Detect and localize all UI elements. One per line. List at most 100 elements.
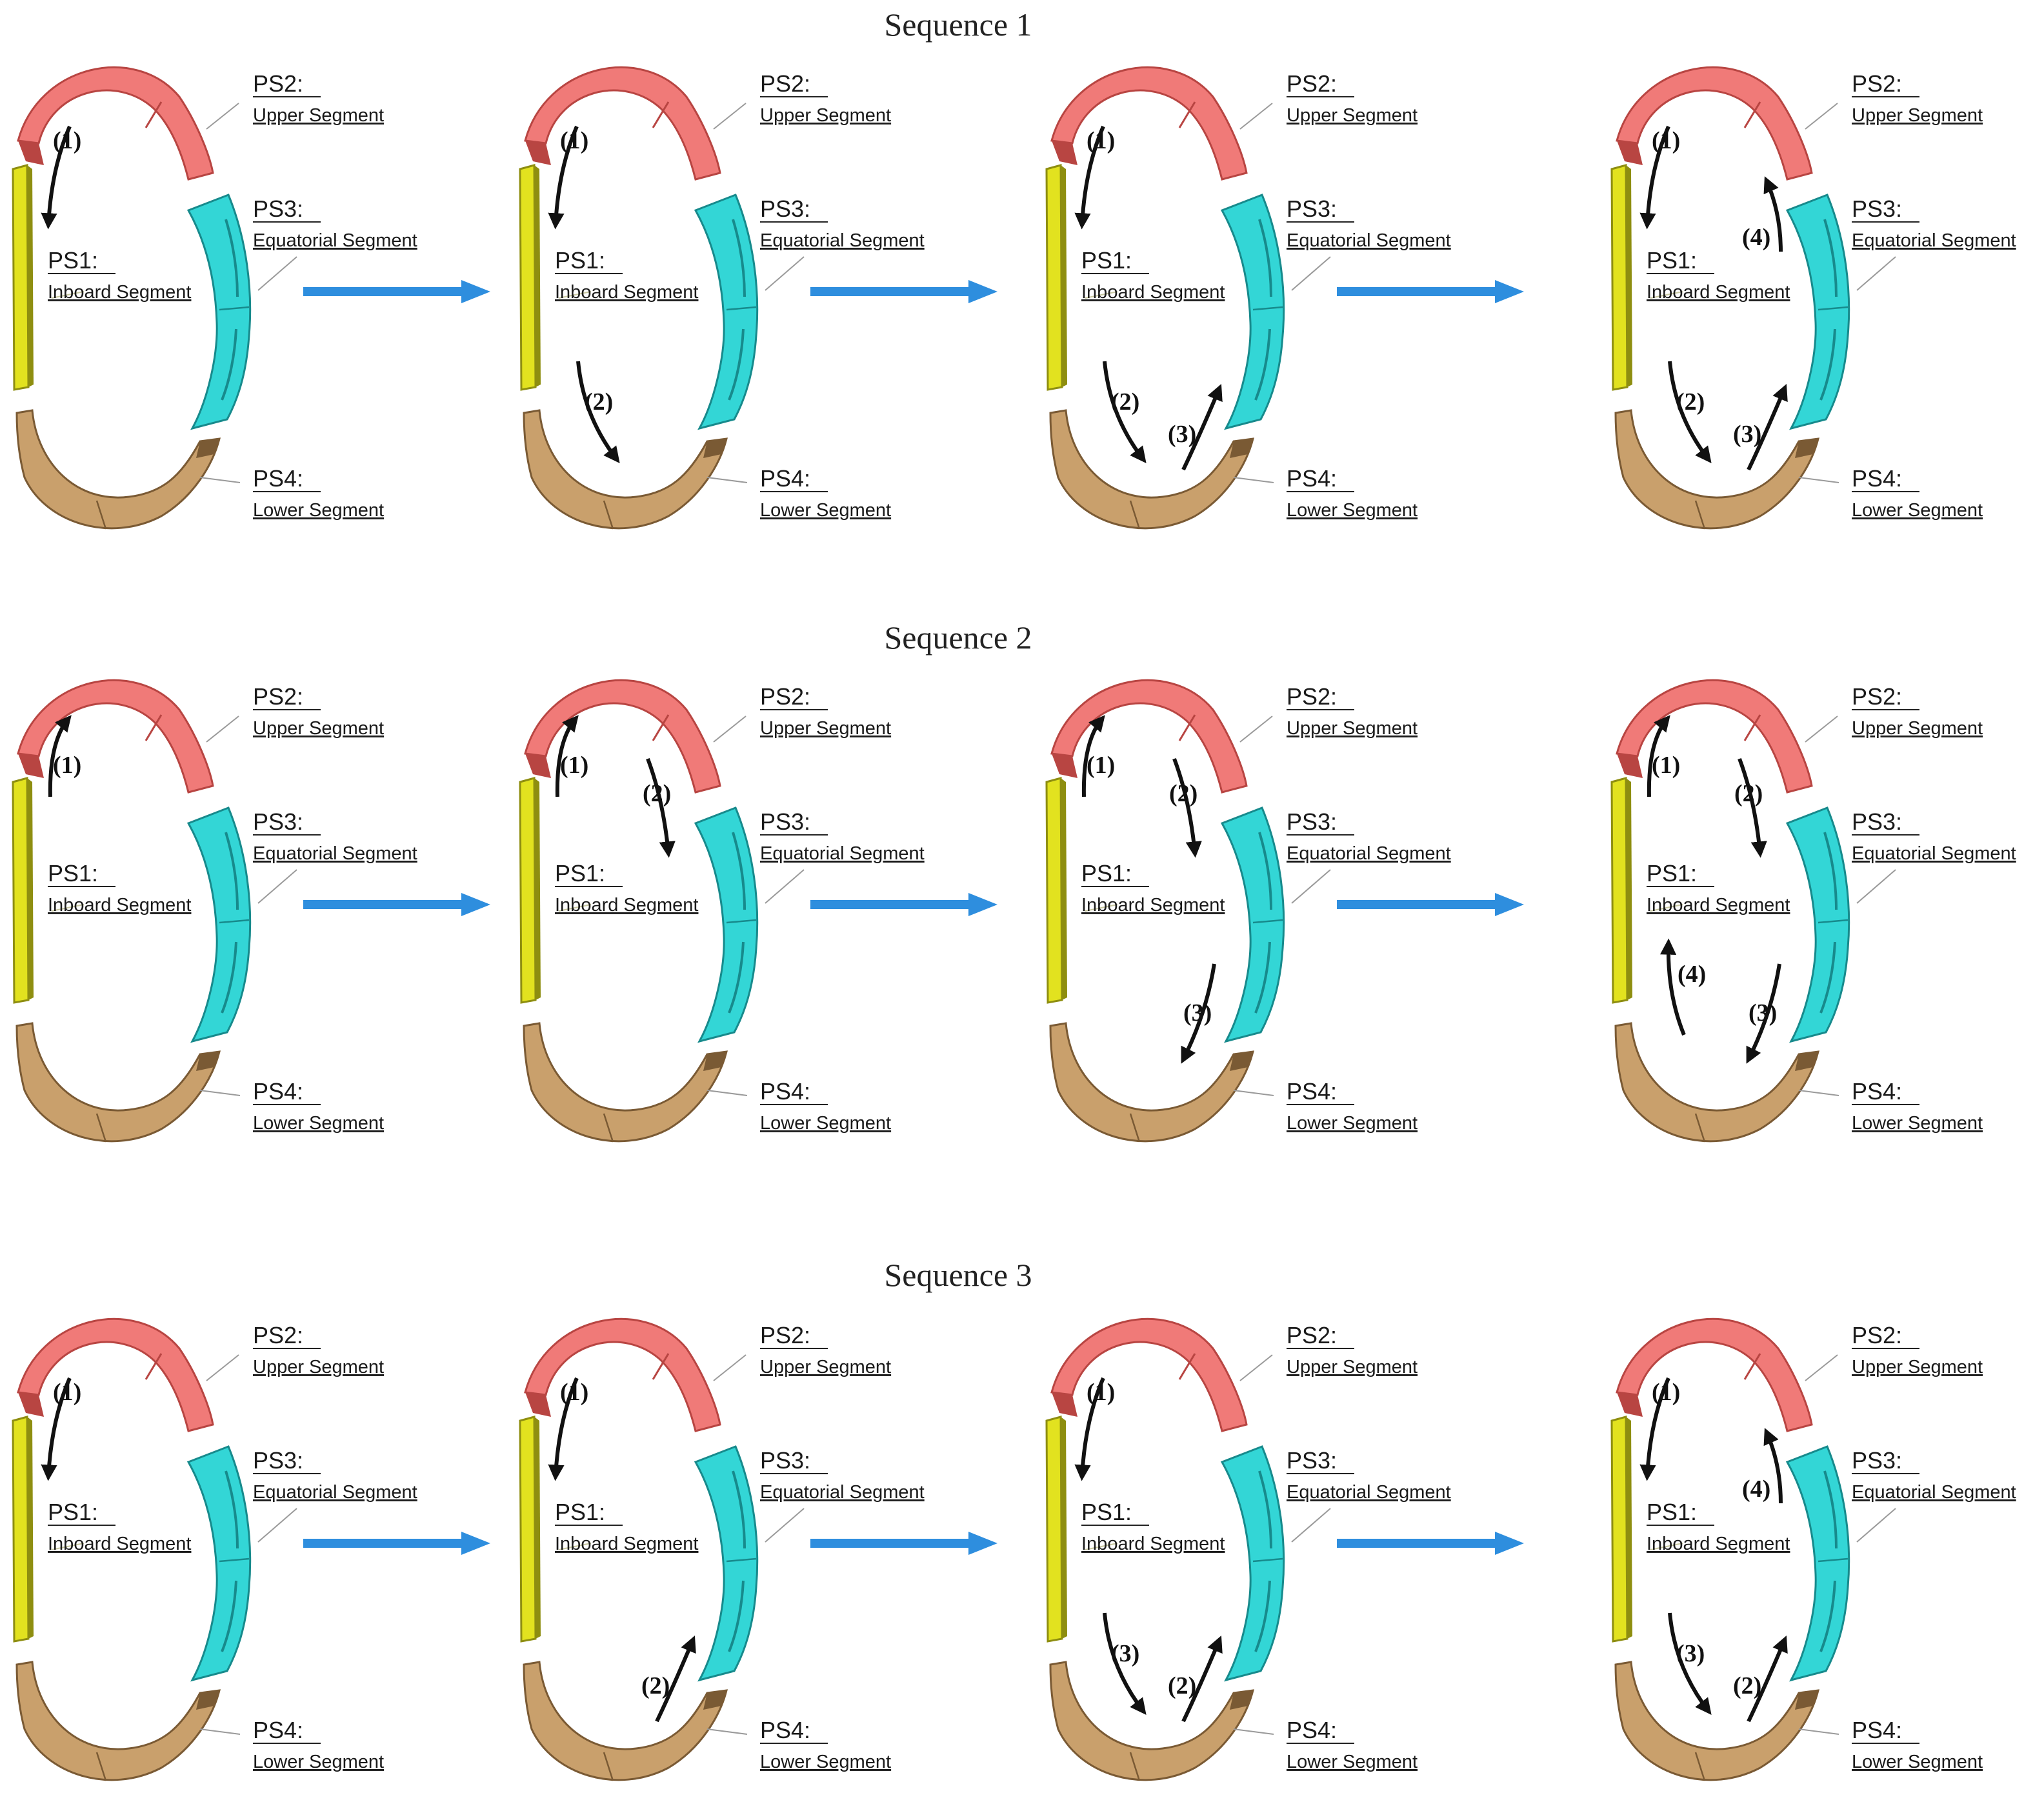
ps3-equatorial-segment (694, 806, 759, 1043)
ps2-name-text: Upper Segment (1287, 105, 1418, 126)
step-number: (1) (53, 1379, 81, 1406)
ps3-label: PS3:Equatorial Segment (253, 1447, 417, 1503)
ps3-code-text: PS3: (253, 195, 303, 222)
ps4-name-text: Lower Segment (760, 500, 891, 521)
ps1-side-face (1061, 778, 1067, 1000)
step-number: (1) (1652, 127, 1680, 154)
ps2-label: PS2:Upper Segment (1852, 683, 1983, 739)
ps4-joint-line (95, 1752, 107, 1781)
ps1-side-face (1626, 165, 1632, 387)
ps1-leader-line (1085, 1543, 1118, 1550)
ps2-upper-segment (1050, 66, 1248, 181)
step-1: (1) (1639, 125, 1680, 230)
ps1-inboard-segment (12, 777, 30, 1004)
ps4-joint-line (1129, 500, 1141, 530)
ps3-groove-upper (225, 1470, 239, 1549)
ps4-joint-line (1129, 1752, 1141, 1781)
ps3-code-text: PS3: (1287, 195, 1337, 222)
ps2-joint-line (1178, 101, 1196, 128)
step-2: (2) (641, 1636, 696, 1723)
ps4-joint-line (603, 500, 614, 530)
ps2-code-text: PS2: (1287, 683, 1337, 710)
ps2-joint-line (652, 714, 670, 741)
ps1-side-face (1626, 1417, 1632, 1639)
step-arrow (1181, 1636, 1223, 1723)
ps3-joint-line (1818, 306, 1849, 311)
ps3-joint-line (726, 919, 757, 924)
ps4-leader-line (706, 1090, 748, 1096)
ps4-end-face (1230, 1690, 1253, 1710)
ps2-joint-line (1743, 714, 1761, 741)
ps3-name-text: Equatorial Segment (1287, 843, 1451, 864)
ps2-leader-line (1239, 1354, 1273, 1381)
step-4: (4) (1742, 1428, 1783, 1504)
ps2-code-text: PS2: (1852, 70, 1902, 97)
ps2-label: PS2:Upper Segment (1852, 1322, 1983, 1377)
flow-arrow-shaft (810, 900, 972, 909)
ps4-name-text: Lower Segment (253, 1752, 384, 1772)
step-arrow (1668, 1612, 1712, 1715)
step-arrow (655, 1636, 696, 1723)
flow-arrow-head (1495, 1532, 1524, 1555)
step-arrow (1103, 361, 1147, 463)
ps4-code-text: PS4: (253, 465, 303, 492)
ps3-leader-line (257, 869, 297, 904)
ps1-name-text: Inboard Segment (48, 1534, 191, 1554)
step-number: (2) (1111, 388, 1139, 415)
ps3-label: PS3:Equatorial Segment (760, 808, 925, 864)
flow-arrow-shaft (810, 287, 972, 296)
ps1-inboard-segment (519, 1416, 537, 1643)
ps4-end-face (1795, 1690, 1818, 1710)
ps3-code-text: PS3: (1287, 808, 1337, 835)
ps4-code-text: PS4: (1852, 1078, 1902, 1105)
step-number: (1) (560, 1379, 588, 1406)
ps2-upper-segment (524, 1318, 721, 1432)
ps3-equatorial-segment (1220, 806, 1285, 1043)
ps4-code-text: PS4: (1852, 465, 1902, 492)
ps2-upper-segment (524, 679, 721, 794)
ps4-code-text: PS4: (1852, 1717, 1902, 1743)
step-arrow (1181, 384, 1223, 471)
ps3-groove-lower (1254, 1580, 1271, 1652)
flow-arrow-shaft (1337, 287, 1498, 296)
ps3-groove-lower (1819, 1580, 1836, 1652)
ps4-lower-segment (15, 1661, 221, 1781)
ps2-label: PS2:Upper Segment (1852, 70, 1983, 126)
ps4-name-text: Lower Segment (760, 1113, 891, 1134)
ps3-joint-line (726, 1557, 757, 1563)
ps3-groove-lower (728, 1580, 745, 1652)
step-number: (4) (1678, 961, 1706, 988)
ps4-label: PS4:Lower Segment (1852, 1078, 1983, 1134)
ps3-leader-line (1856, 869, 1896, 904)
ps4-leader-line (1233, 477, 1274, 483)
ps4-end-face (703, 1052, 726, 1071)
ps3-leader-line (1291, 256, 1331, 291)
ps2-leader-line (713, 103, 746, 130)
ps3-joint-line (219, 1557, 250, 1563)
ps4-label: PS4:Lower Segment (1287, 1717, 1418, 1772)
step-1: (1) (1074, 1377, 1115, 1481)
ps3-code-text: PS3: (253, 808, 303, 835)
ps3-code-text: PS3: (760, 808, 810, 835)
ps1-name-text: Inboard Segment (1647, 282, 1790, 303)
ps3-leader-line (257, 256, 297, 291)
ps2-label: PS2:Upper Segment (1287, 683, 1418, 739)
ps2-name-text: Upper Segment (1852, 1357, 1983, 1377)
ps4-lower-segment (1049, 1661, 1254, 1781)
ps4-label: PS4:Lower Segment (1287, 465, 1418, 521)
step-4: (4) (1742, 176, 1783, 252)
ps4-joint-line (1694, 500, 1706, 530)
ps1-code-text: PS1: (555, 860, 605, 886)
ps1-label: PS1:Inboard Segment (48, 860, 191, 916)
ps3-name-text: Equatorial Segment (253, 843, 417, 864)
ps4-end-face (703, 1690, 726, 1710)
step-number: (3) (1183, 999, 1212, 1026)
step-number: (4) (1742, 1476, 1770, 1503)
step-number: (1) (1087, 1379, 1115, 1406)
step-1: (1) (1647, 715, 1680, 797)
